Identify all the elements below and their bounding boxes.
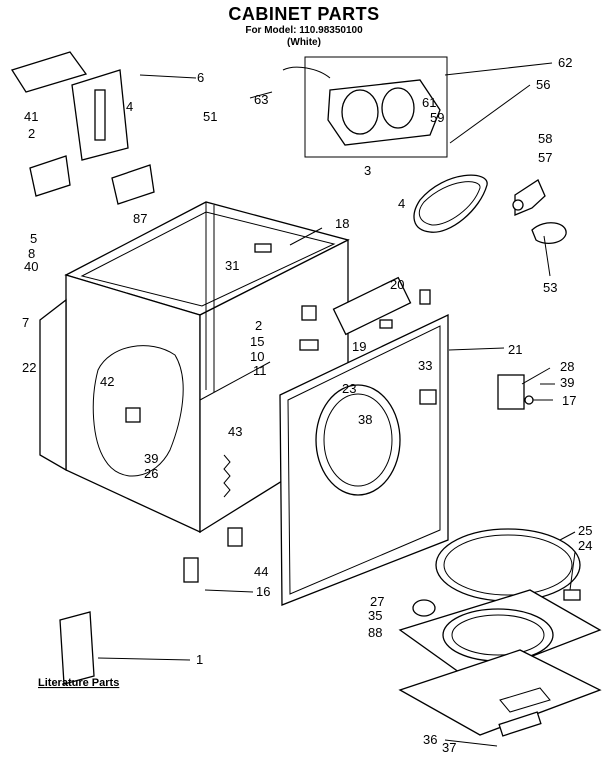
callout-labels: 6 41 2 4 51 5 8 40 87 62 56 63 61 59 58 … (22, 55, 592, 755)
callout-4-upper: 4 (126, 99, 133, 114)
callout-38: 38 (358, 412, 372, 427)
callout-35: 35 (368, 608, 382, 623)
callout-63: 63 (254, 92, 268, 107)
callout-8: 8 (28, 246, 35, 261)
door-switch (497, 374, 525, 410)
callout-41: 41 (24, 109, 38, 124)
callout-19: 19 (352, 339, 366, 354)
callout-23: 23 (342, 381, 356, 396)
control-bracket (10, 51, 155, 205)
front-panel (279, 276, 449, 606)
callout-43: 43 (228, 424, 242, 439)
callout-5: 5 (30, 231, 37, 246)
callout-10: 10 (250, 349, 264, 364)
model-color: (White) (287, 37, 321, 48)
callout-1: 1 (196, 652, 203, 667)
callout-58: 58 (538, 131, 552, 146)
page-title: CABINET PARTS (228, 4, 380, 24)
callout-17: 17 (562, 393, 576, 408)
callout-21: 21 (508, 342, 522, 357)
callout-62: 62 (558, 55, 572, 70)
callout-7: 7 (22, 315, 29, 330)
callout-53: 53 (543, 280, 557, 295)
callout-59: 59 (430, 110, 444, 125)
callout-56: 56 (536, 77, 550, 92)
callout-33: 33 (418, 358, 432, 373)
callout-22: 22 (22, 360, 36, 375)
callout-24: 24 (578, 538, 592, 553)
callout-4-lower: 4 (398, 196, 405, 211)
callout-36: 36 (423, 732, 437, 747)
callout-27: 27 (370, 594, 384, 609)
callout-25: 25 (578, 523, 592, 538)
callout-28: 28 (560, 359, 574, 374)
drive-belt (413, 174, 488, 233)
idler-pulley (531, 222, 567, 245)
leader-lines (97, 62, 576, 747)
callout-87: 87 (133, 211, 147, 226)
callout-61: 61 (422, 95, 436, 110)
callout-3: 3 (364, 163, 371, 178)
lint-housing (398, 649, 602, 736)
callout-51: 51 (203, 109, 217, 124)
callout-57: 57 (538, 150, 552, 165)
callout-6: 6 (197, 70, 204, 85)
callout-31: 31 (225, 258, 239, 273)
callout-18: 18 (335, 216, 349, 231)
callout-20: 20 (390, 277, 404, 292)
callout-44: 44 (254, 564, 268, 579)
callout-39-left: 39 (144, 451, 158, 466)
callout-42: 42 (100, 374, 114, 389)
top-plate (398, 589, 602, 681)
small-parts (59, 243, 581, 737)
drum-seal-ring (435, 528, 581, 602)
callout-37: 37 (442, 740, 456, 755)
callout-2-left: 2 (28, 126, 35, 141)
model-number: For Model: 110.98350100 (245, 25, 363, 36)
callout-16: 16 (256, 584, 270, 599)
motor-assembly (282, 56, 448, 158)
callout-88: 88 (368, 625, 382, 640)
callout-26: 26 (144, 466, 158, 481)
callout-11: 11 (253, 363, 267, 378)
callout-40: 40 (24, 259, 38, 274)
literature-parts-label: Literature Parts (38, 677, 119, 689)
callout-15: 15 (250, 334, 264, 349)
callout-39-right: 39 (560, 375, 574, 390)
callout-2-mid: 2 (255, 318, 262, 333)
